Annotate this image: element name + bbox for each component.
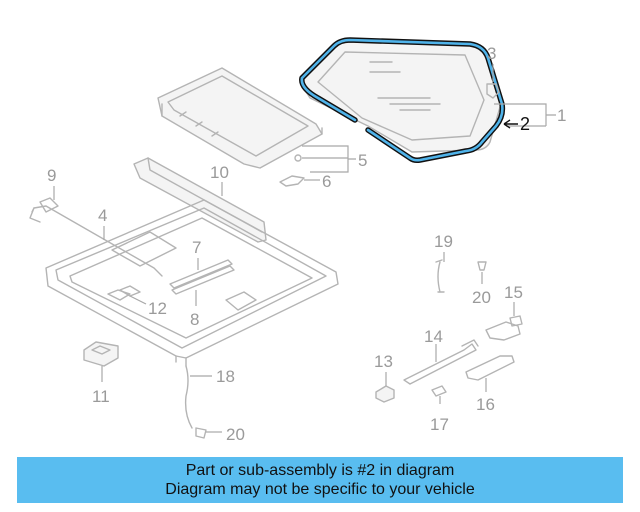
cover-12 (107, 289, 147, 305)
callout-10: 10 (210, 163, 229, 182)
cable-4 (29, 205, 163, 277)
callout-17: 17 (430, 415, 449, 434)
callout-9: 9 (47, 166, 56, 185)
info-banner: Part or sub-assembly is #2 in diagram Di… (17, 457, 623, 503)
leader-5 (302, 145, 356, 173)
drain-hose-18 (184, 365, 222, 439)
callout-18: 18 (216, 367, 235, 386)
callout-20-upper: 20 (472, 288, 491, 307)
callout-1: 1 (557, 106, 566, 125)
callout-20-lower: 20 (226, 425, 245, 444)
weatherstrip-seal (299, 37, 506, 163)
sunshade-panel (157, 67, 323, 169)
callout-12: 12 (148, 299, 167, 318)
banner-line-1: Part or sub-assembly is #2 in diagram (185, 462, 455, 479)
callout-4: 4 (98, 206, 107, 225)
callout-11: 11 (92, 387, 110, 406)
lever-9 (39, 186, 59, 213)
arm-14 (403, 339, 479, 385)
hose-19 (435, 252, 445, 293)
pin-17 (431, 385, 447, 404)
bracket-15 (485, 302, 523, 341)
leader-1 (494, 103, 556, 127)
switch-11 (83, 341, 119, 382)
sunroof-frame (45, 199, 339, 367)
link-16 (465, 355, 515, 392)
clip-20 (477, 261, 487, 284)
callout-14: 14 (424, 327, 443, 346)
banner-line-2: Diagram may not be specific to your vehi… (165, 481, 475, 498)
clip-3 (486, 64, 500, 99)
glass-panel (299, 39, 503, 153)
callout-15: 15 (504, 283, 523, 302)
callout-19: 19 (434, 232, 453, 251)
callout-13: 13 (374, 352, 393, 371)
callout-8: 8 (190, 310, 199, 329)
fastener-5 (294, 154, 302, 162)
callout-5: 5 (358, 151, 367, 170)
callout-2: 2 (520, 114, 530, 134)
leader-2 (503, 119, 518, 129)
callout-7: 7 (192, 238, 201, 257)
guide-rails-7-8 (169, 258, 235, 306)
bracket-6 (279, 175, 305, 187)
callout-3: 3 (487, 44, 496, 63)
callout-6: 6 (322, 172, 331, 191)
block-13 (375, 372, 395, 403)
callout-16: 16 (476, 395, 495, 414)
